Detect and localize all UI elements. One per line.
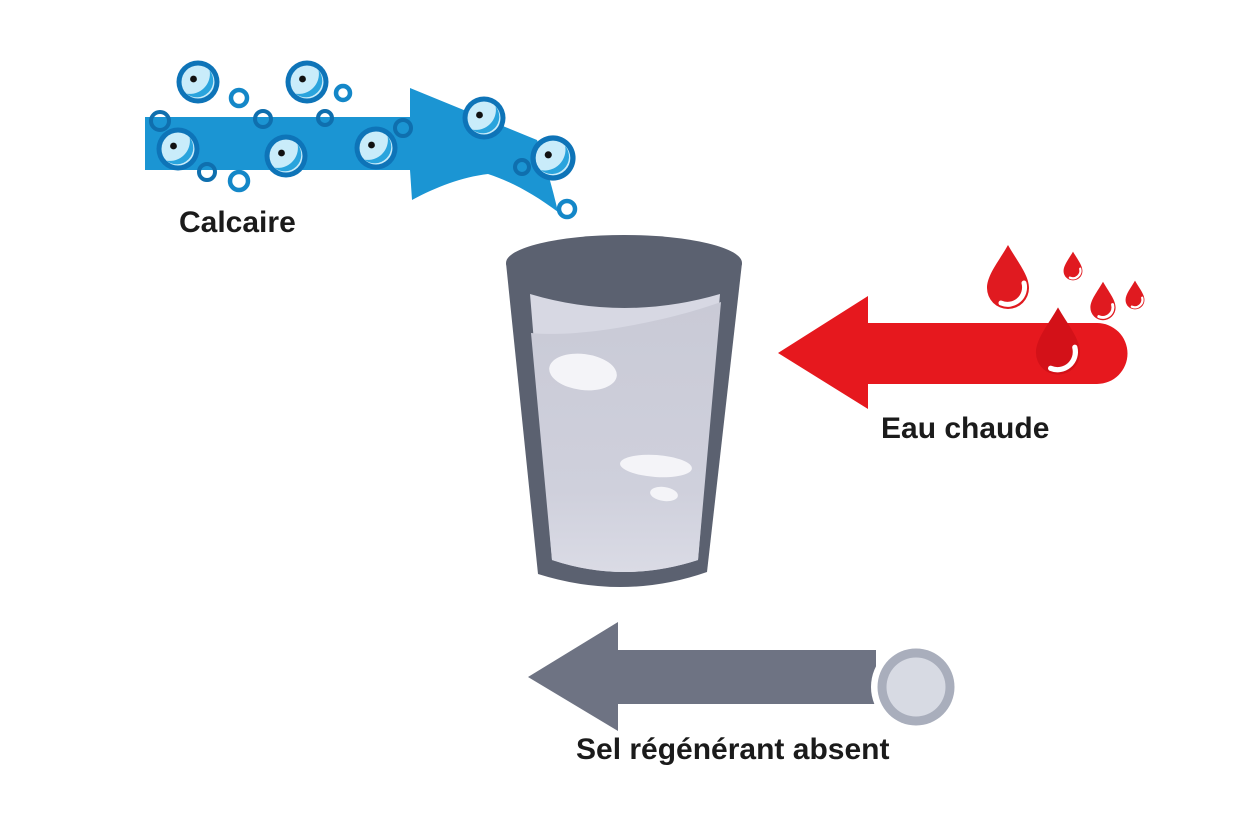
ring-bubble-icon — [513, 158, 531, 176]
calcite-bubble-icon — [156, 127, 200, 171]
ring-bubble-icon — [227, 169, 251, 193]
ring-bubble-icon — [333, 83, 353, 103]
ring-bubble-icon — [228, 87, 250, 109]
ring-bubble-icon — [253, 109, 273, 129]
water-drop-icon — [1088, 280, 1118, 322]
hot-water-arrow-icon — [778, 296, 1128, 409]
bubble-ring-cluster — [149, 109, 531, 182]
salt-arrow-body — [616, 650, 876, 704]
water-drop-icon — [1062, 250, 1084, 282]
calcite-bubble-icon — [264, 134, 308, 178]
ring-bubble-icon — [393, 118, 413, 138]
calcite-bubble-icon — [285, 60, 329, 104]
water-glass-group — [506, 235, 742, 588]
bubble-ring-cluster-outside — [227, 83, 578, 220]
ring-bubble-icon — [556, 198, 578, 220]
salt-pellet-core — [886, 657, 946, 717]
glass-highlight — [650, 486, 678, 502]
water-drop-icon — [987, 245, 1029, 309]
limescale-arrow-icon — [145, 88, 558, 212]
water-drop-icon — [1036, 307, 1080, 374]
calcite-bubble-icon — [354, 126, 398, 170]
salt-arrow-group — [528, 622, 961, 732]
hot-water-label: Eau chaude — [881, 412, 1050, 445]
glass-highlight — [620, 454, 692, 478]
missing-salt-label: Sel régénérant absent — [576, 733, 890, 766]
limescale-label: Calcaire — [179, 206, 296, 239]
calcite-bubble-icon — [530, 135, 576, 181]
calcite-bubble-icon — [462, 96, 506, 140]
hot-water-arrow-group — [778, 245, 1146, 409]
water-fill — [531, 302, 721, 572]
ring-bubble-icon — [197, 162, 217, 182]
ring-bubble-icon — [316, 109, 334, 127]
calcite-bubble-icon — [176, 60, 220, 104]
water-drop-icon — [1124, 279, 1146, 311]
ring-bubble-icon — [149, 110, 171, 132]
salt-arrow-icon — [528, 622, 618, 731]
glass-highlight — [549, 353, 617, 391]
limescale-arrow-group — [145, 60, 578, 220]
